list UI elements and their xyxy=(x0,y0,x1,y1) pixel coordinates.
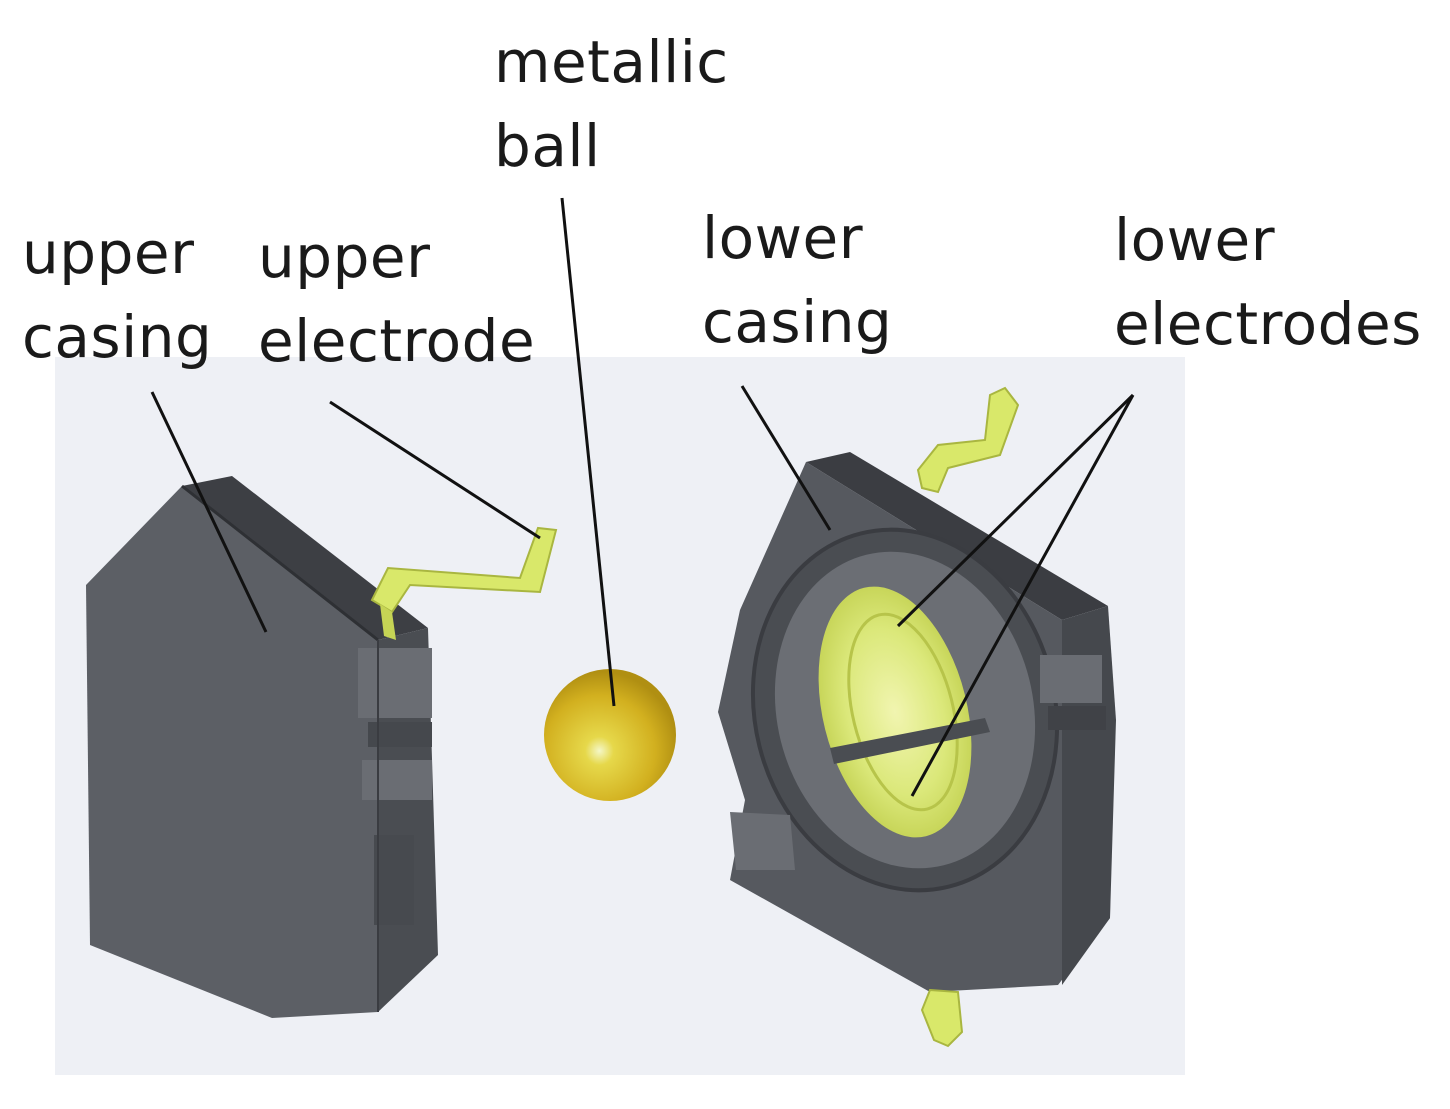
label-lower-casing-line-1: lower xyxy=(702,196,892,280)
label-metallic-ball-line-2: ball xyxy=(494,104,729,188)
label-upper-electrode: upper electrode xyxy=(258,215,535,383)
label-upper-electrode-line-1: upper xyxy=(258,215,535,299)
label-lower-casing: lower casing xyxy=(702,196,892,364)
label-upper-electrode-line-2: electrode xyxy=(258,299,535,383)
label-lower-electrodes-line-1: lower xyxy=(1114,198,1422,282)
label-lower-electrodes-line-2: electrodes xyxy=(1114,282,1422,366)
label-metallic-ball: metallic ball xyxy=(494,20,729,188)
label-metallic-ball-line-1: metallic xyxy=(494,20,729,104)
label-upper-casing-line-1: upper xyxy=(22,211,212,295)
label-upper-casing: upper casing xyxy=(22,211,212,379)
label-upper-casing-line-2: casing xyxy=(22,295,212,379)
label-lower-casing-line-2: casing xyxy=(702,280,892,364)
label-lower-electrodes: lower electrodes xyxy=(1114,198,1422,366)
metallic-ball-part xyxy=(544,669,676,801)
